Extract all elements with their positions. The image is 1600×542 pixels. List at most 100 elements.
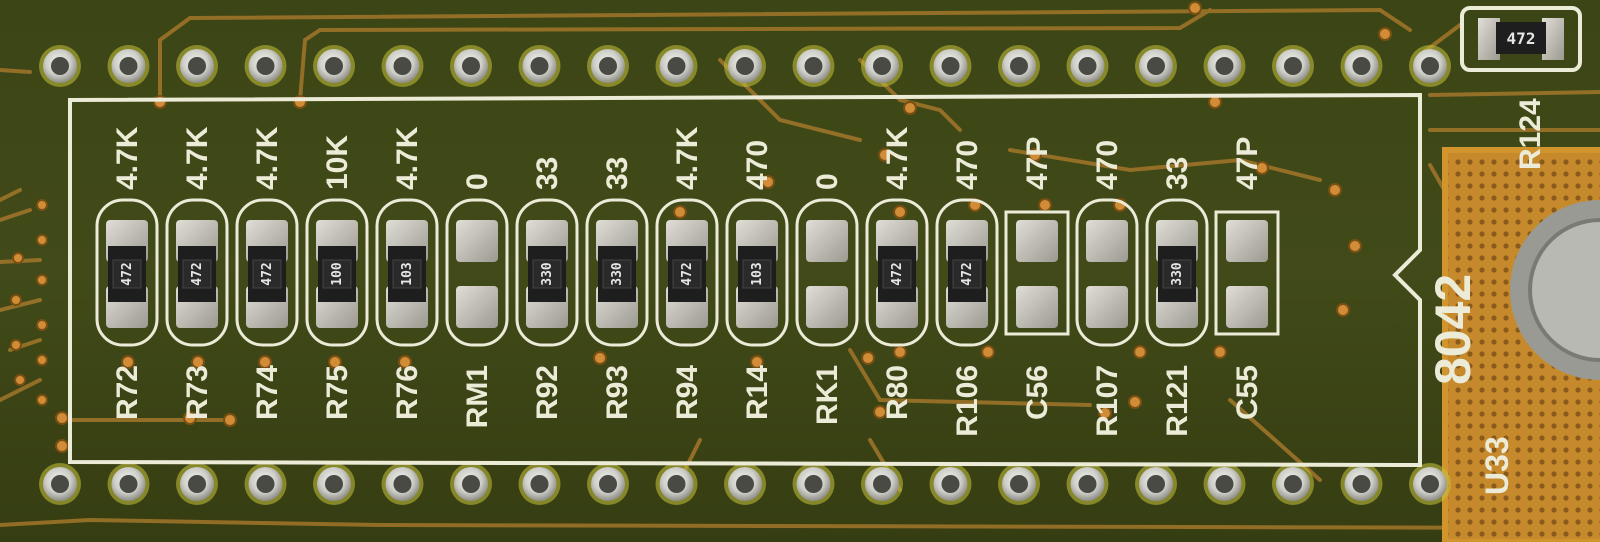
smd-code: 103 (400, 262, 415, 285)
value-label: 4.7K (671, 126, 704, 190)
through-hole (1135, 463, 1177, 505)
reference-label: R92 (531, 365, 564, 420)
through-hole (1066, 45, 1109, 87)
smd-code: 103 (750, 262, 765, 285)
value-label: 0 (811, 173, 844, 190)
component-r80: 472 (865, 198, 929, 347)
through-hole (724, 463, 766, 505)
through-hole (107, 45, 150, 87)
through-hole (244, 463, 287, 505)
value-label: 4.7K (251, 126, 284, 190)
through-hole (1066, 463, 1109, 505)
through-hole (998, 463, 1040, 505)
through-hole (929, 463, 972, 505)
component-r73: 472 (165, 198, 229, 347)
value-label: 47P (1231, 137, 1264, 190)
through-hole (1203, 45, 1246, 87)
through-hole (1340, 45, 1383, 87)
value-label: 470 (1091, 140, 1124, 190)
corner-resistor-ref: R124 (1514, 98, 1547, 170)
value-label: 47P (1021, 137, 1054, 190)
smd-code: 472 (960, 262, 975, 285)
reference-label: R107 (1091, 365, 1124, 437)
through-hole (313, 45, 355, 87)
reference-label: R76 (391, 365, 424, 420)
through-hole (176, 45, 218, 87)
value-label: 10K (321, 135, 354, 190)
smd-code: 472 (190, 262, 205, 285)
reference-label: R121 (1161, 365, 1194, 437)
through-hole (176, 463, 218, 505)
value-label: 33 (1161, 157, 1194, 190)
smd-code: 100 (330, 262, 345, 286)
value-label: 470 (951, 140, 984, 190)
reference-label: R94 (671, 365, 704, 420)
component-r106: 472 (935, 198, 999, 347)
svg-text:472: 472 (1507, 29, 1536, 48)
through-hole (1340, 463, 1383, 505)
component-r76: 103 (375, 198, 439, 347)
through-hole (724, 45, 766, 87)
bottom-via-row (39, 463, 1451, 505)
reference-label: R72 (111, 365, 144, 420)
reference-label: R74 (251, 365, 284, 420)
smd-code: 472 (260, 262, 275, 285)
reference-label: R14 (741, 365, 774, 420)
through-hole (518, 45, 561, 87)
through-hole (861, 45, 903, 87)
value-label: 33 (601, 157, 634, 190)
smd-code: 330 (610, 262, 625, 286)
component-r93: 330 (585, 198, 649, 347)
through-hole (450, 463, 492, 505)
corner-resistor: 472 (1460, 6, 1582, 72)
through-hole (39, 45, 81, 87)
value-label: 4.7K (181, 126, 214, 190)
through-hole (381, 463, 424, 505)
through-hole (381, 45, 424, 87)
through-hole (655, 45, 698, 87)
through-hole (39, 463, 81, 505)
reference-label: R106 (951, 365, 984, 437)
reference-label: R75 (321, 365, 354, 420)
reference-label: R73 (181, 365, 214, 420)
smd-code: 472 (120, 262, 135, 285)
value-label: 4.7K (391, 126, 424, 190)
reference-label: RK1 (811, 365, 844, 425)
through-hole (1272, 45, 1314, 87)
component-r107 (1075, 198, 1139, 347)
component-r74: 472 (235, 198, 299, 347)
value-label: 0 (461, 173, 494, 190)
through-hole (1272, 463, 1314, 505)
chip-ref-u33: U33 (1479, 436, 1515, 495)
top-via-row (39, 45, 1451, 87)
reference-label: R80 (881, 365, 914, 420)
through-hole (587, 463, 629, 505)
component-rk1 (795, 198, 859, 347)
chip-label-8042: 8042 (1425, 274, 1481, 385)
through-hole (1409, 45, 1451, 87)
through-hole (1409, 463, 1451, 505)
component-r75: 100 (305, 198, 369, 347)
component-r72: 472 (95, 198, 159, 347)
through-hole (792, 463, 835, 505)
smd-code: 330 (540, 262, 555, 286)
through-hole (244, 45, 287, 87)
component-r92: 330 (515, 198, 579, 347)
through-hole (655, 463, 698, 505)
component-r94: 472 (655, 198, 719, 347)
through-hole (587, 45, 629, 87)
through-hole (1203, 463, 1246, 505)
component-row: 472 472 472 100 103 330 330 472 103 472 472 330 (95, 198, 1280, 347)
through-hole (861, 463, 903, 505)
reference-label: RM1 (461, 365, 494, 428)
component-r121: 330 (1145, 198, 1209, 347)
through-hole (998, 45, 1040, 87)
through-hole (929, 45, 972, 87)
smd-code: 330 (1170, 262, 1185, 286)
value-label: 4.7K (111, 126, 144, 190)
smd-code: 472 (680, 262, 695, 285)
value-label: 33 (531, 157, 564, 190)
